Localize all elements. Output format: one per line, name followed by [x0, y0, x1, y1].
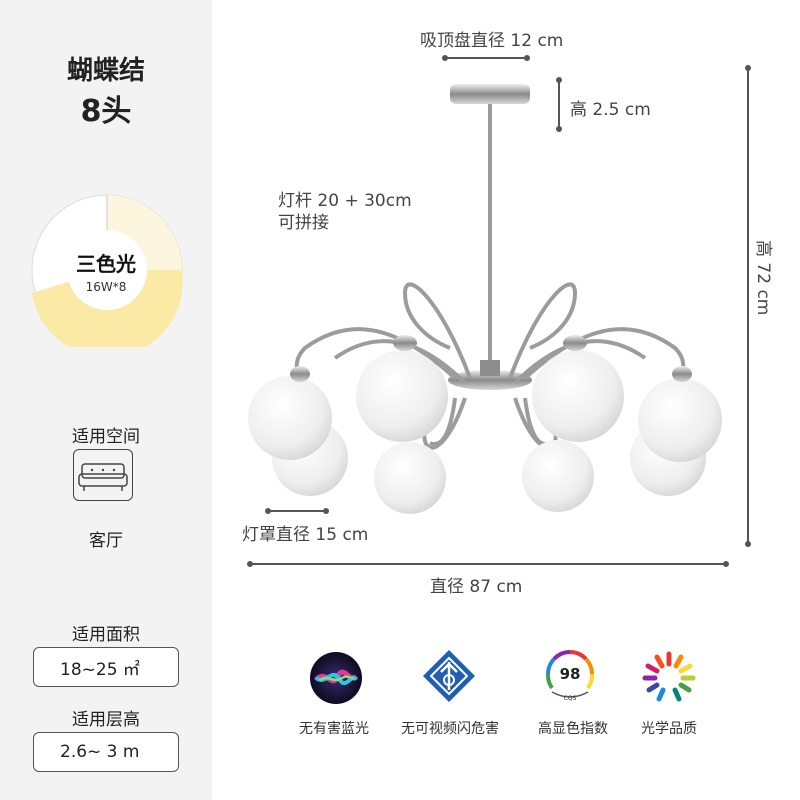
- dim-dot: [745, 65, 751, 71]
- light-spec: 三色光 16W*8: [68, 248, 144, 294]
- canopy-height-label: 高 2.5 cm: [570, 100, 651, 120]
- shade-diameter-label: 灯罩直径 15 cm: [242, 525, 369, 545]
- cqs-98-icon: 98 CQS: [545, 650, 595, 702]
- product-heads: 8头: [80, 94, 132, 129]
- total-height-line: [747, 68, 749, 544]
- dim-dot: [556, 77, 562, 83]
- dim-dot: [723, 561, 729, 567]
- tricolor-light-label: 三色光: [76, 252, 136, 276]
- dim-dot: [556, 126, 562, 132]
- feature-label-high-cri: 高显色指数: [538, 721, 608, 737]
- product-style: 蝴蝶结: [66, 56, 145, 86]
- room-label: 客厅: [89, 531, 123, 551]
- dim-dot: [442, 55, 448, 61]
- rod-label: 灯杆 20 + 30cm 可拼接: [278, 190, 412, 234]
- feature-label-no-blue-light: 无有害蓝光: [299, 721, 369, 737]
- dim-dot: [745, 541, 751, 547]
- area-value: 18~25 ㎡: [33, 647, 179, 687]
- chandelier-image: [248, 84, 722, 514]
- height-value: 2.6~ 3 m: [33, 732, 179, 772]
- height-title: 适用层高: [72, 710, 140, 730]
- total-diameter-label: 直径 87 cm: [430, 577, 523, 597]
- canopy-diameter-label: 吸顶盘直径 12 cm: [420, 31, 564, 51]
- total-height-label: 高 72 cm: [753, 240, 773, 316]
- shade-diameter-line: [268, 510, 326, 512]
- rod-length: 灯杆 20 + 30cm: [278, 191, 412, 211]
- total-diameter-line: [250, 563, 726, 565]
- color-wheel-icon: [642, 651, 696, 702]
- diamond-badge-icon: [423, 650, 475, 702]
- feature-label-optical-quality: 光学品质: [641, 721, 697, 737]
- canopy-diameter-line: [445, 57, 527, 59]
- feature-label-no-flicker: 无可视频闪危害: [401, 721, 499, 737]
- cqs-value: 98: [560, 665, 581, 683]
- space-title: 适用空间: [72, 427, 140, 447]
- color-temperature-ring-icon: [31, 194, 183, 347]
- cqs-badge: CQS: [564, 695, 577, 702]
- dim-dot: [247, 561, 253, 567]
- rod-joinable: 可拼接: [278, 213, 329, 233]
- power-label: 16W*8: [85, 280, 127, 294]
- dim-dot: [323, 508, 329, 514]
- sofa-icon: [73, 449, 133, 501]
- dim-dot: [265, 508, 271, 514]
- canopy-height-line: [558, 80, 560, 128]
- area-title: 适用面积: [72, 625, 140, 645]
- siri-orb-icon: [310, 652, 362, 704]
- dim-dot: [524, 55, 530, 61]
